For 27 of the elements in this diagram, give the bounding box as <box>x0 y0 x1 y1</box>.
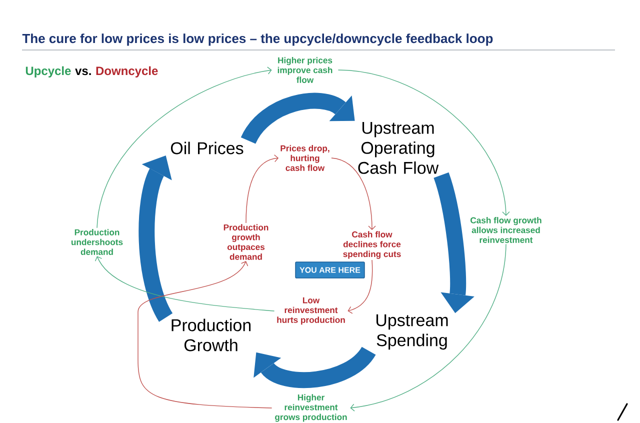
stage-label: Oil Prices <box>170 142 244 154</box>
cycle-key-text: Downcycle <box>96 66 158 78</box>
cycle-key-text: vs. <box>75 68 91 76</box>
cycle-key-text: Upcycle <box>26 66 71 78</box>
stage-label: Production Growth <box>172 318 251 352</box>
arrow <box>138 261 272 408</box>
arrow <box>96 66 272 228</box>
arrow <box>350 244 506 412</box>
loop-note: Prices drop, hurting cash flow <box>280 145 330 171</box>
block-arrow <box>138 155 173 322</box>
loop-note: Cash flow growth allows increased reinvestment <box>470 217 542 243</box>
loop-note: Higher reinvestment grows production <box>275 394 347 422</box>
arrow <box>348 260 373 314</box>
arrow <box>338 70 510 216</box>
arrow <box>331 158 376 230</box>
location-badge: YOU ARE HERE <box>295 262 365 278</box>
loop-note: Production growth outpaces demand <box>224 224 268 260</box>
arrow <box>246 154 279 224</box>
block-arrow <box>434 172 474 314</box>
heading: The cure for low prices is low prices – the upcycle/downcycle feedback loop <box>22 34 493 46</box>
stage-label: Upstream Spending <box>376 314 448 350</box>
loop-note: Low reinvestment hurts production <box>277 297 345 325</box>
loop-note: Higher prices improve cash flow <box>278 57 332 83</box>
loop-note: Cash flow declines force spending cuts <box>343 231 401 259</box>
stage-label: Upstream Operating Cash Flow <box>358 122 439 174</box>
arrow <box>94 256 275 312</box>
loop-note: Production undershoots demand <box>72 229 123 255</box>
